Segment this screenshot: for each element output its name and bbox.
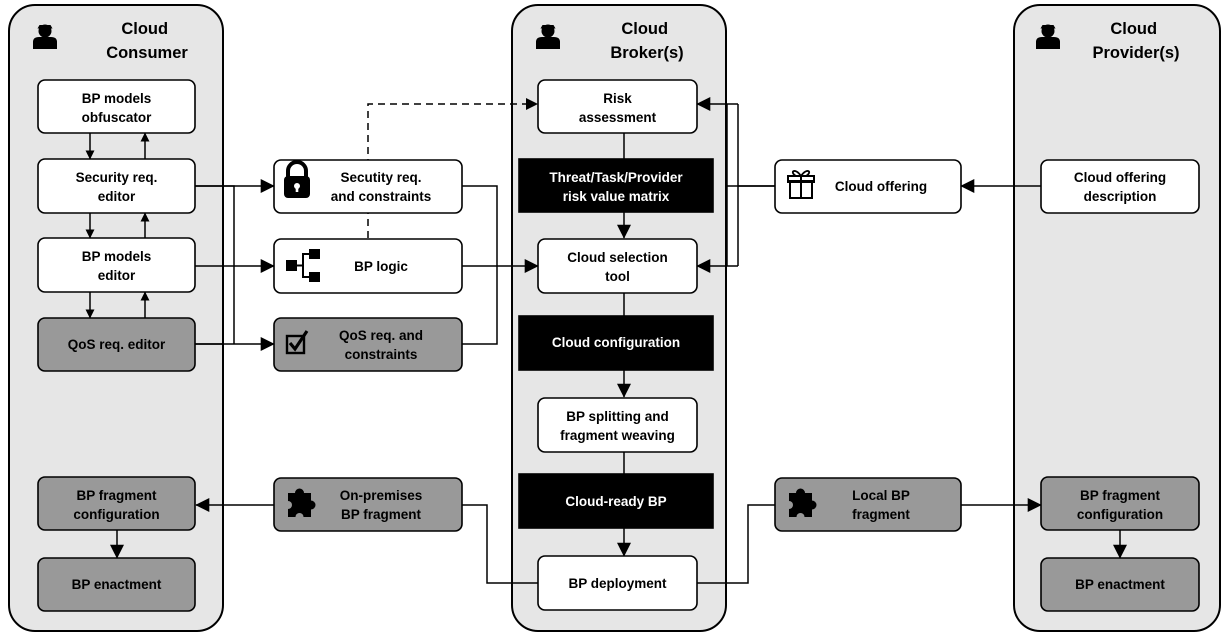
gift-icon	[787, 170, 815, 199]
qos-req-editor-box: QoS req. editor	[37, 317, 196, 372]
puzzle-piece-icon	[284, 488, 316, 521]
provider-bp-enactment-box: BP enactment	[1040, 557, 1200, 612]
dashed-arrowhead	[526, 98, 538, 110]
connector-security-qos-a	[195, 185, 235, 344]
connector-offering-inner	[726, 104, 775, 187]
connector-deployment-to-local	[697, 504, 775, 584]
puzzle-piece-icon	[785, 488, 817, 521]
bp-deployment-box: BP deployment	[537, 555, 698, 611]
consumer-lane-title: Cloud Consumer	[106, 20, 188, 62]
security-req-editor-box: Security req.editor	[37, 158, 196, 214]
consumer-bp-enactment-box: BP enactment	[37, 557, 196, 612]
svg-text:QoS req. editor: QoS req. editor	[68, 337, 166, 352]
svg-text:Cloud-ready BP: Cloud-ready BP	[565, 494, 666, 509]
dashed-logic-to-risk	[367, 103, 527, 238]
provider-lane	[1013, 4, 1221, 632]
svg-text:Cloud configuration: Cloud configuration	[552, 335, 680, 350]
svg-text:Security req.editor: Security req.editor	[76, 170, 158, 204]
svg-text:BP logic: BP logic	[354, 259, 408, 274]
cloud-ready-bp-box: Cloud-ready BP	[518, 473, 714, 529]
bp-logic-box: BP logic	[273, 238, 463, 294]
checkbox-icon	[285, 330, 309, 355]
security-constraints-box: Secutity req.and constraints	[273, 159, 463, 214]
svg-text:Secutity req.and constraints: Secutity req.and constraints	[331, 170, 432, 204]
padlock-icon	[284, 160, 310, 198]
cloud-offering-box: Cloud offering	[774, 159, 962, 214]
svg-text:BP enactment: BP enactment	[72, 577, 162, 592]
cloud-configuration-box: Cloud configuration	[518, 315, 714, 371]
connector-security-qos-b	[195, 186, 224, 345]
process-branch-icon	[286, 249, 320, 282]
svg-text:BP deployment: BP deployment	[568, 576, 667, 591]
svg-text:BP enactment: BP enactment	[1075, 577, 1165, 592]
broker-lane-title: Cloud Broker(s)	[610, 20, 683, 62]
connector-constraints-bracket	[462, 185, 498, 345]
provider-lane-title: Cloud Provider(s)	[1092, 20, 1179, 62]
connector-deployment-to-onpremises	[462, 504, 538, 584]
svg-text:Cloud offering: Cloud offering	[835, 179, 927, 194]
